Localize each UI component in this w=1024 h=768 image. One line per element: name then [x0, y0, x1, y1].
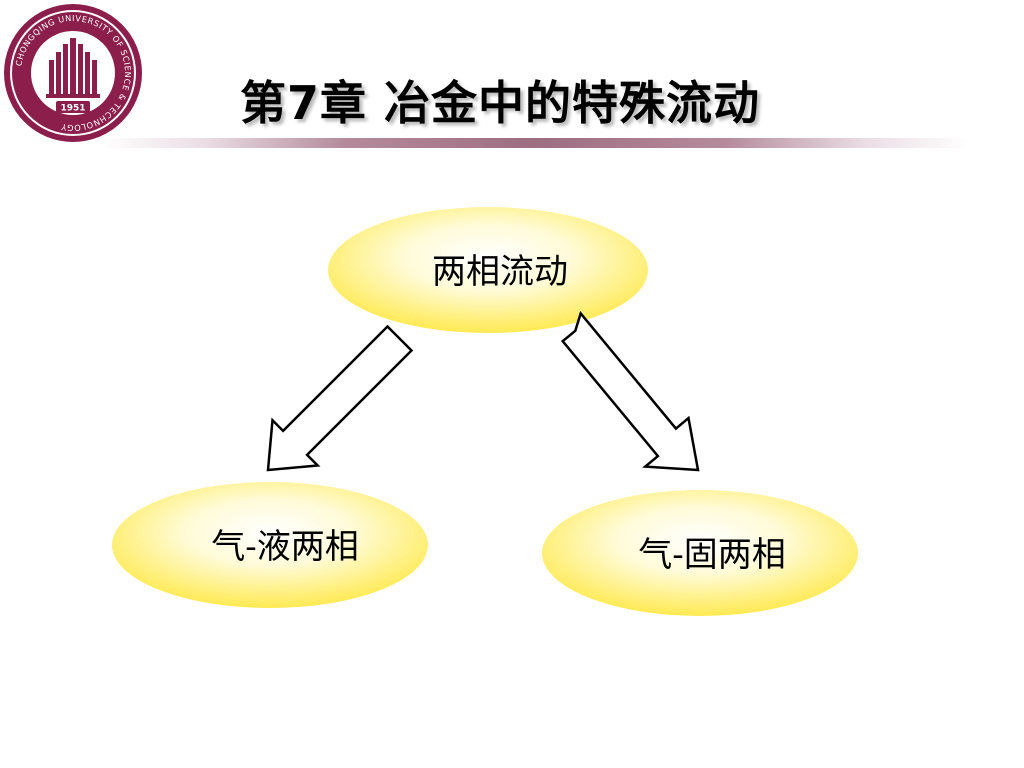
logo-year-plate: [56, 101, 90, 113]
logo-year: 1951: [60, 104, 85, 114]
title-underline: [100, 138, 970, 148]
node-gas-solid: 气-固两相: [542, 490, 858, 616]
node-label: 气-液两相: [211, 527, 359, 567]
node-shape: [328, 207, 648, 333]
node-two-phase-flow: 两相流动: [328, 207, 648, 333]
node-shape: [542, 490, 858, 616]
node-gas-liquid: 气-液两相: [112, 482, 428, 608]
arrow-to-gas-liquid: [266, 324, 414, 472]
building-icon: [46, 38, 100, 98]
arrow-to-gas-solid: [560, 310, 700, 472]
slide-title: 第7章 冶金中的特殊流动: [240, 76, 761, 130]
node-shape: [112, 482, 428, 608]
node-label: 气-固两相: [638, 535, 786, 575]
university-logo: CHONGQING UNIVERSITY OF SCIENCE & TECHNO…: [4, 4, 142, 142]
node-label: 两相流动: [432, 252, 568, 292]
